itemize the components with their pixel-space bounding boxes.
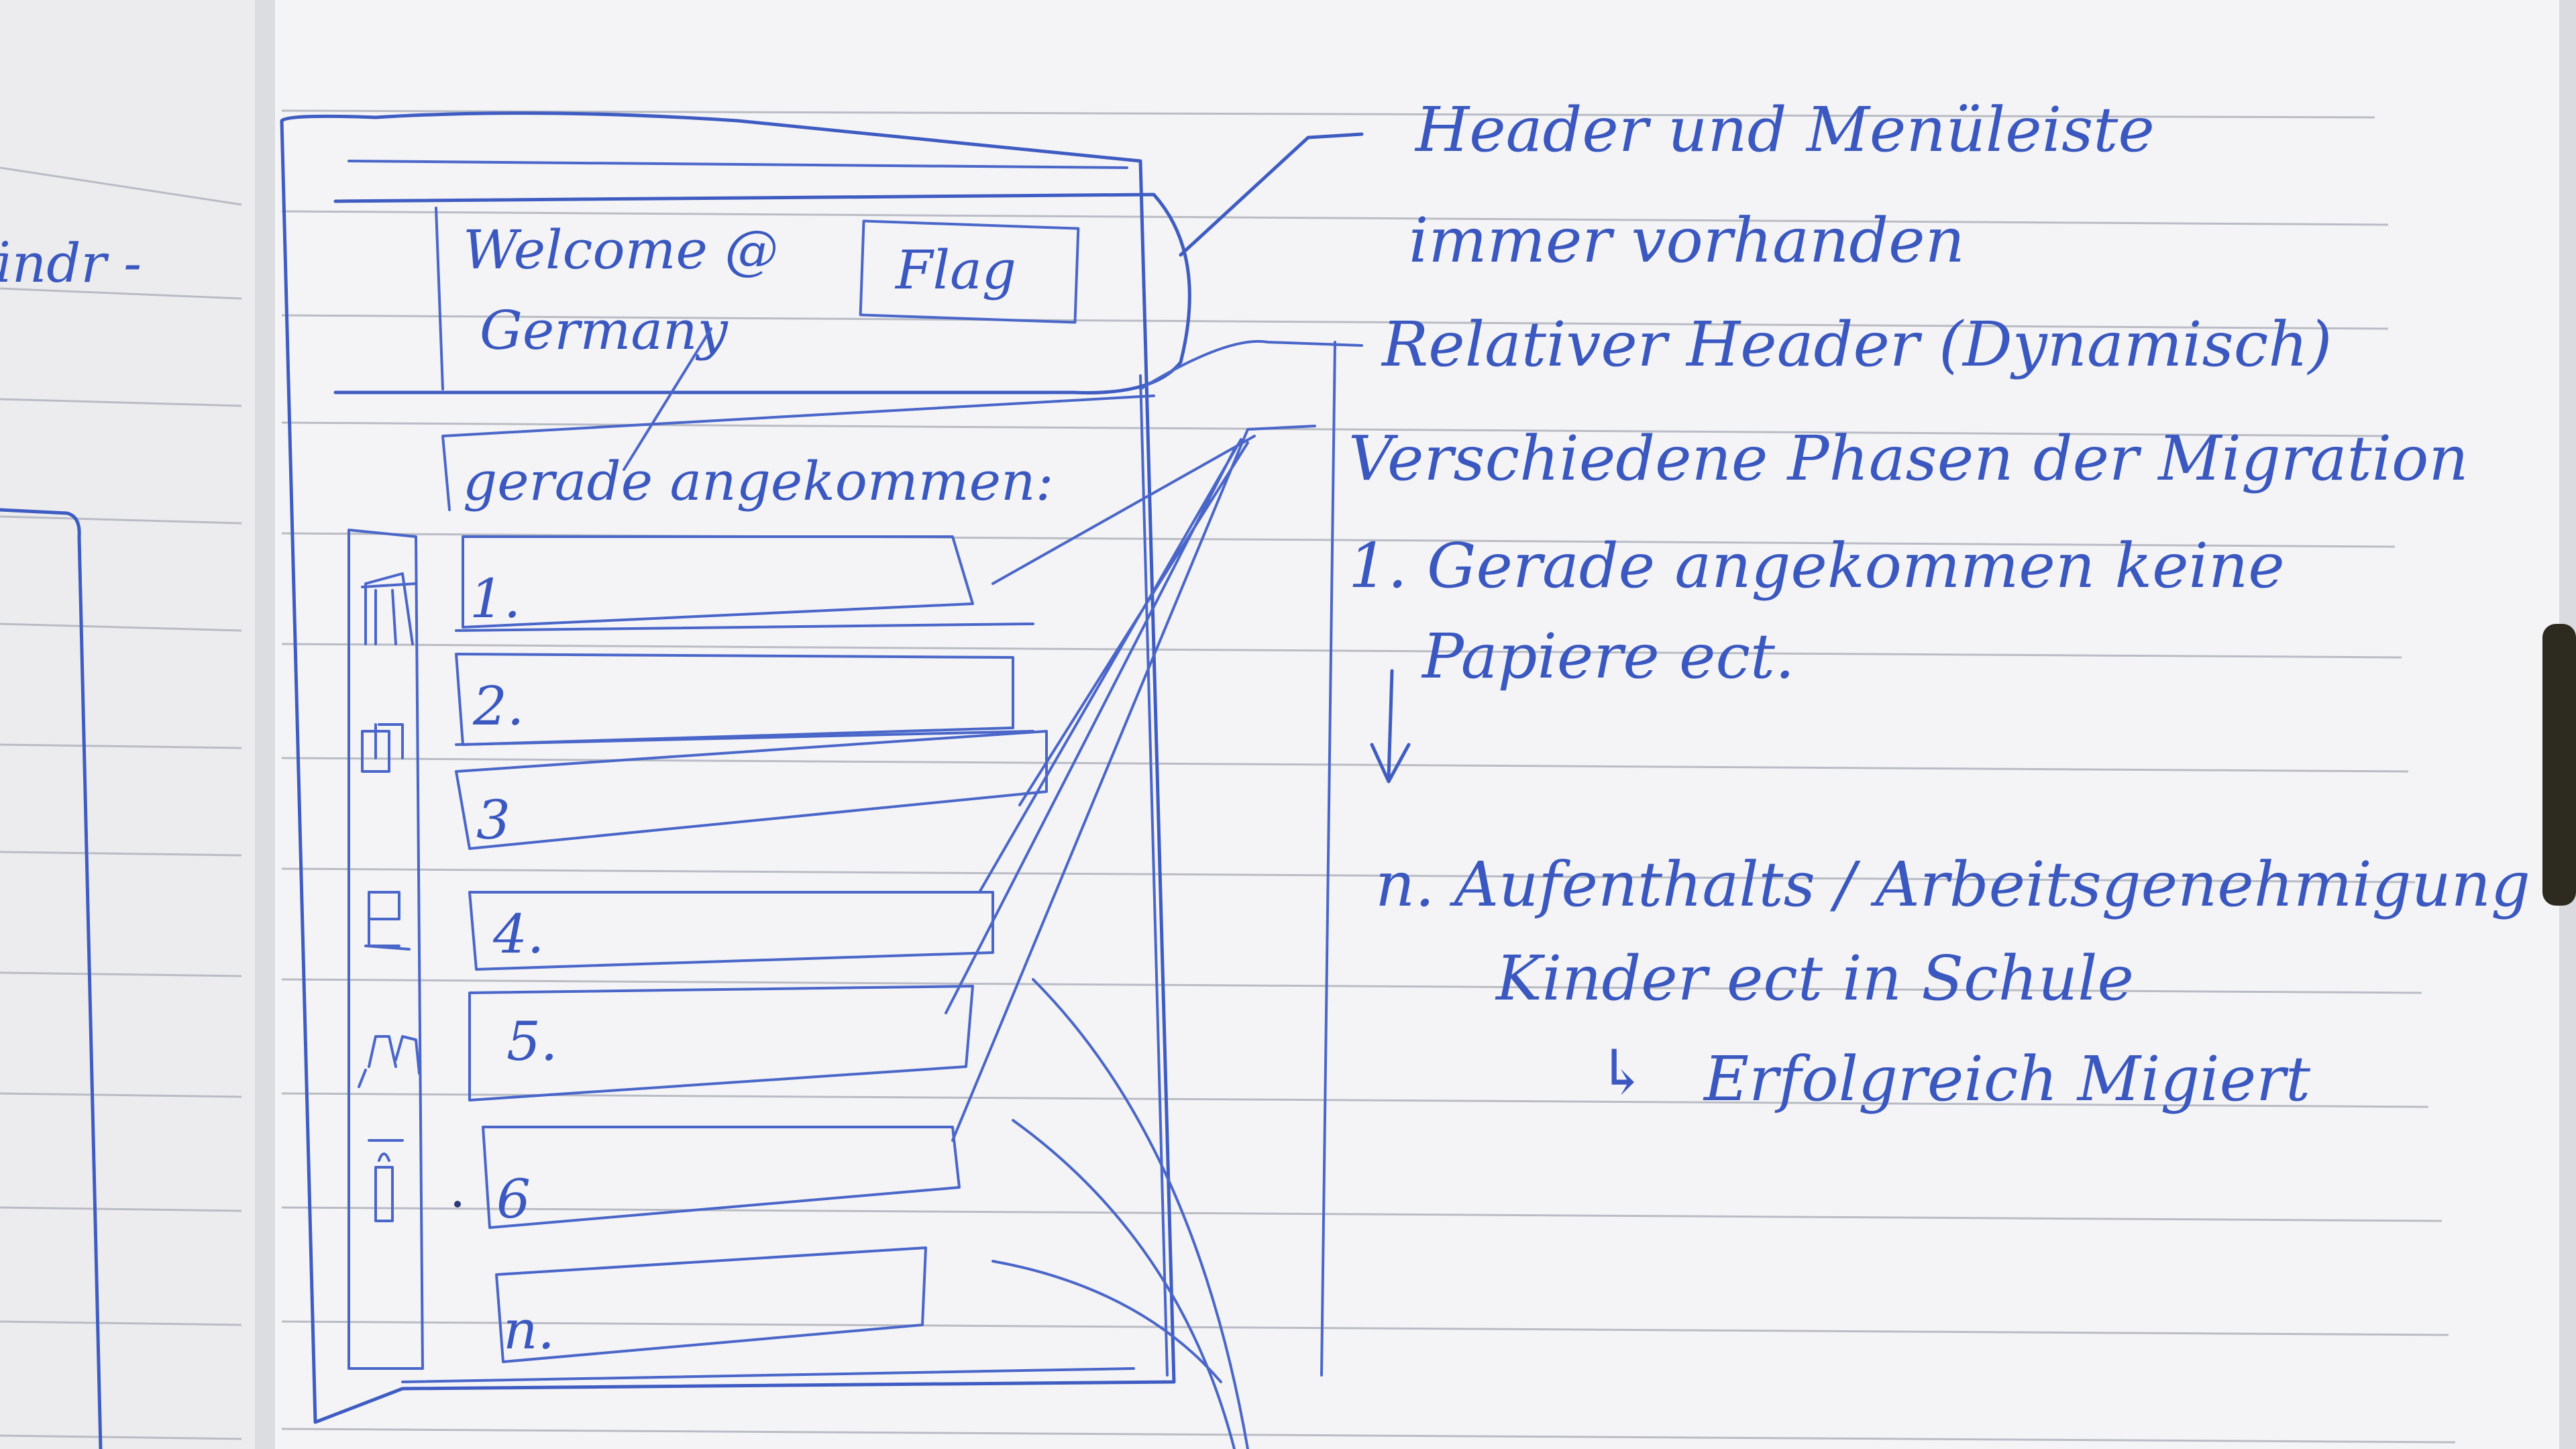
germany-text: Germany (480, 299, 729, 362)
relative-header-note: Relativer Header (Dynamisch) (1381, 309, 2332, 380)
sweep-lines (991, 978, 1249, 1449)
phases-connector (945, 425, 1316, 1142)
down-arrow-icon (1370, 669, 1411, 784)
phaseN-note-line1: n. Aufenthalts / Arbeitsgenehmigung (1375, 849, 2530, 920)
phase-item-label: n. (503, 1299, 555, 1361)
header-connector (1179, 132, 1364, 257)
phase-item[interactable]: 1. (462, 535, 974, 630)
phaseN-note-line2: Kinder ect in Schule (1495, 943, 2134, 1014)
pencil-dot (454, 1201, 461, 1208)
success-arrow-icon: ↳ (1597, 1036, 1648, 1108)
phase-item[interactable]: 2. (455, 653, 1014, 746)
phone-outer-frame (280, 111, 1176, 1424)
phase-item-label: 3 (476, 789, 511, 851)
person-icon[interactable] (368, 1139, 404, 1222)
documents-icon[interactable] (361, 723, 404, 773)
left-page-rules (0, 166, 242, 1440)
header-note-line1: Header und Menüleiste (1414, 94, 2155, 166)
phone-right-inner-edge (1139, 374, 1169, 1377)
phase-item-label: 5. (506, 1010, 557, 1073)
phase-divider (455, 623, 1034, 746)
success-note: Erfolgreich Migiert (1703, 1043, 2311, 1115)
connector-lines (945, 132, 1364, 1449)
relative-header-connector (1139, 339, 1363, 1377)
left-page-box-edge (0, 508, 103, 1449)
page-gutter-shadow (255, 0, 275, 1449)
annotations: Header und Menüleiste immer vorhanden Re… (1348, 94, 2530, 1115)
phase-item-label: 1. (470, 568, 521, 630)
relative-header-box (441, 394, 1155, 511)
relative-header-pointer (623, 327, 712, 471)
phase1-note-line2: Papiere ect. (1421, 621, 1794, 692)
phase-item[interactable]: 4. (468, 891, 994, 971)
building-icon[interactable] (361, 572, 417, 645)
edge-object (2542, 624, 2576, 906)
header-box (333, 193, 1191, 394)
phone-bottom-line (401, 1367, 1135, 1383)
right-page (265, 0, 2559, 1449)
family-icon[interactable] (358, 1035, 421, 1088)
phase1-note-line1: 1. Gerade angekommen keine (1348, 530, 2285, 602)
left-page (0, 0, 268, 1449)
flag-button[interactable]: Flag (859, 219, 1080, 324)
left-page-fragment: ändr - (0, 232, 142, 294)
phases-note: Verschiedene Phasen der Migration (1348, 423, 2469, 494)
phone-wireframe: Welcome @ Germany Flag gerade angekommen… (280, 111, 1191, 1424)
phase-list: 1. 2. 3 4. 5. 6 (455, 535, 1048, 1363)
phase-item[interactable]: 3 (455, 730, 1048, 851)
phase-item[interactable]: 5. (468, 985, 974, 1102)
header-note-line2: immer vorhanden (1409, 205, 1965, 276)
phase-item-label: 4. (492, 903, 544, 965)
stack-icon[interactable] (364, 891, 411, 951)
phase-item-label: 2. (472, 675, 524, 737)
relative-header-text: gerade angekommen: (463, 450, 1053, 513)
icon-bar (347, 529, 424, 1370)
welcome-text: Welcome @ (463, 219, 778, 281)
phase-item-label: 6 (496, 1168, 531, 1230)
flag-label: Flag (894, 239, 1016, 301)
phone-inner-top-line (347, 160, 1128, 169)
header-left-divider (435, 207, 444, 390)
phase-item[interactable]: 6 (482, 1126, 961, 1230)
phase-item[interactable]: n. (495, 1246, 927, 1363)
